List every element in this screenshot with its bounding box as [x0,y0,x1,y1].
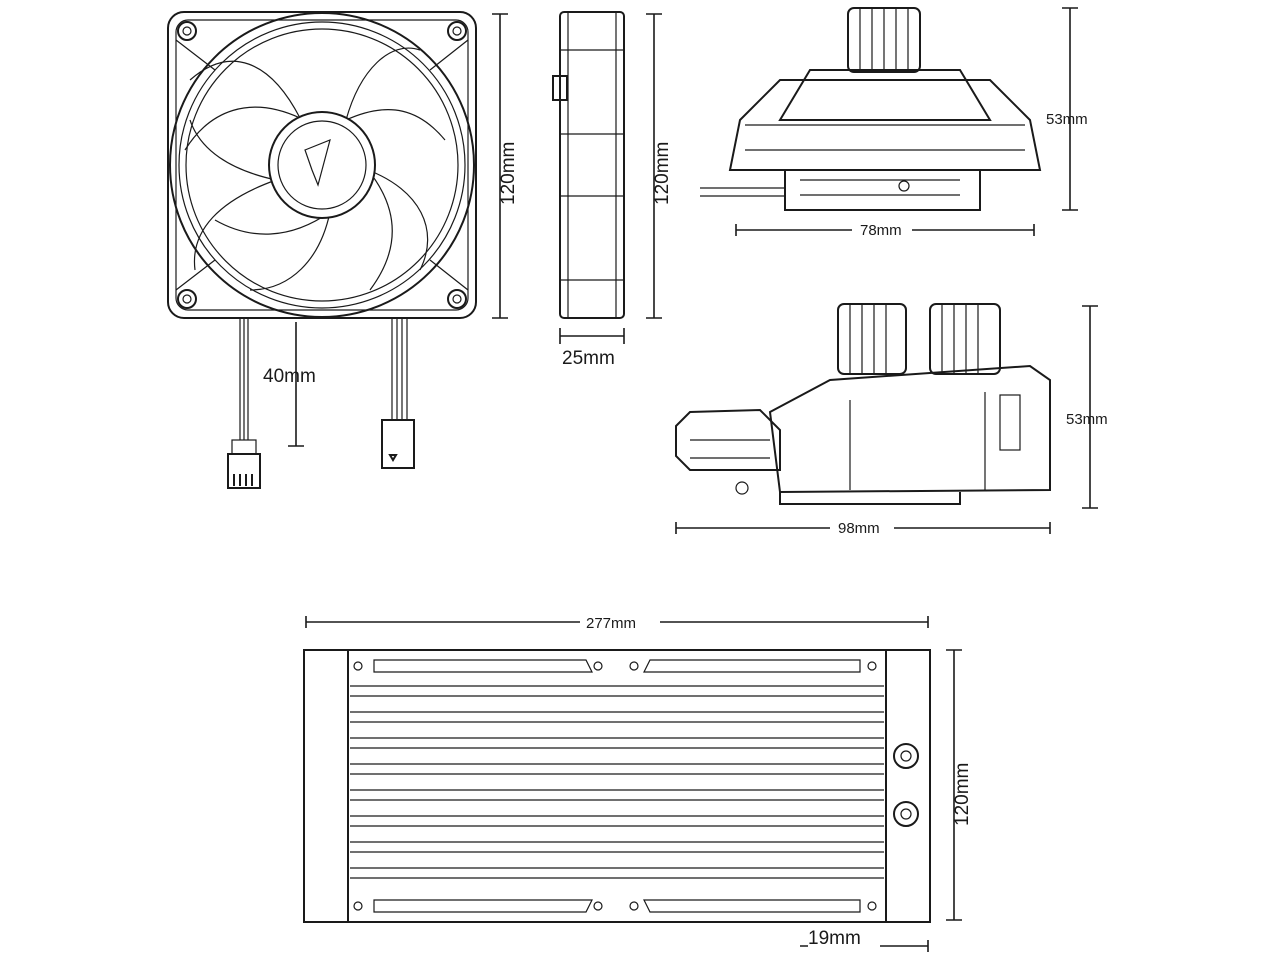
fan-thickness-label: 25mm [562,348,615,369]
radiator-thickness-label: 19mm [808,928,861,949]
fan-cable-label: 40mm [263,366,316,387]
pump-side-length-label: 98mm [838,520,880,537]
dim-pump-side-length [675,522,1051,534]
radiator-view [303,649,931,923]
dim-fan-thickness [559,328,625,344]
pump-side-height-label: 53mm [1066,411,1108,428]
fan-height-label: 120mm [498,142,519,205]
dim-fan-side-height [646,13,662,319]
pump-height-label: 53mm [1046,111,1088,128]
fan-logo-icon [304,138,331,187]
radiator-height-label: 120mm [952,763,973,826]
dim-radiator-length [305,616,929,628]
dim-pump-side-height [1082,305,1098,509]
pump-side-view [675,303,1051,505]
fan-side-height-label: 120mm [652,142,673,205]
pump-front-view [700,7,1042,211]
radiator-length-label: 277mm [586,615,636,632]
pump-width-label: 78mm [860,222,902,239]
dim-pump-width [735,224,1035,236]
dim-fan-cable [288,322,304,447]
dim-radiator-thickness [800,940,929,952]
dim-pump-height [1062,7,1078,211]
fan-front-view [167,11,477,489]
dim-radiator-height [946,649,962,921]
dim-fan-height [492,13,508,319]
fan-side-view [552,11,625,319]
